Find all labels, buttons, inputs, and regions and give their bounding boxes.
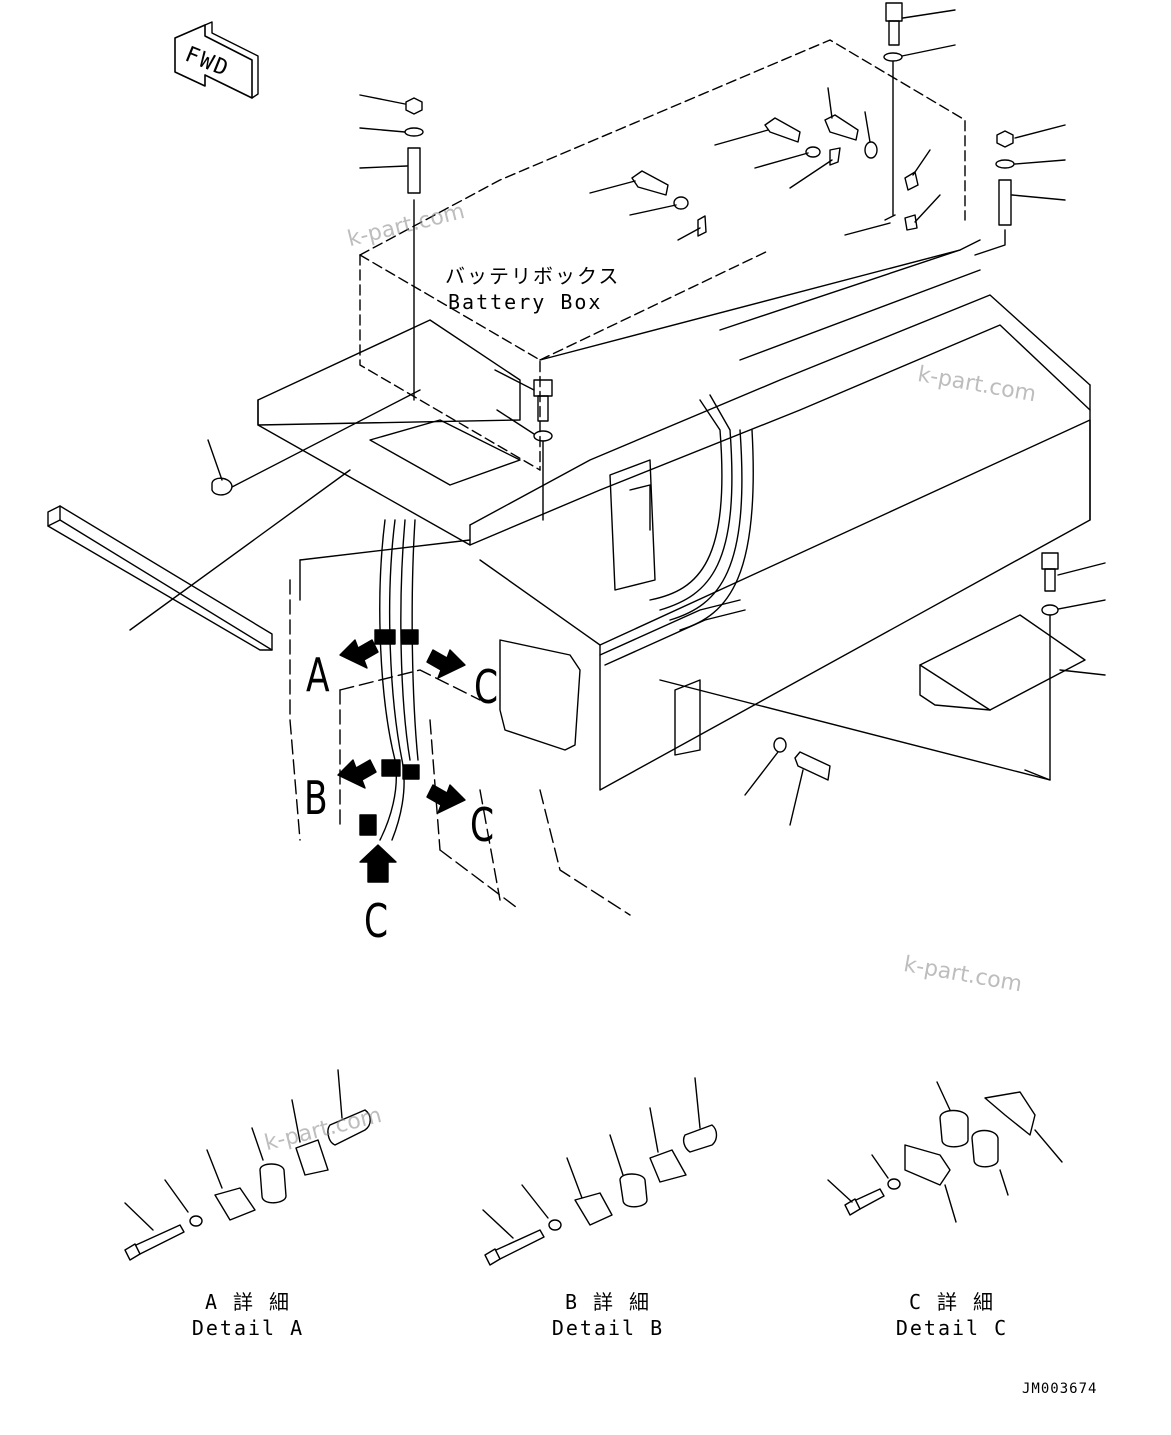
detail-a-title-jp: A 詳 細 xyxy=(204,1290,292,1314)
center-bolt xyxy=(494,369,553,521)
grommet xyxy=(207,389,421,496)
wire-harness xyxy=(379,394,754,841)
rubber-strip xyxy=(47,505,273,651)
bracket-plate xyxy=(609,459,701,756)
view-marker-c-1: C xyxy=(474,660,499,714)
view-marker-b: B xyxy=(304,771,328,825)
battery-box-label-en: Battery Box xyxy=(448,290,603,314)
detail-b-title-jp: B 詳 細 xyxy=(564,1290,652,1314)
detail-b-parts xyxy=(482,1077,718,1266)
view-arrows xyxy=(337,639,466,883)
document-id: JM003674 xyxy=(1022,1381,1098,1397)
detail-c-parts xyxy=(827,1081,1063,1223)
lower-bolt xyxy=(129,469,1051,826)
detail-c-title-jp: C 詳 細 xyxy=(908,1290,996,1314)
rear-box-body xyxy=(299,384,1091,791)
stud-bolt-group-right xyxy=(974,124,1066,256)
frame-top-plate xyxy=(257,239,1091,546)
detail-a-title-en: Detail A xyxy=(191,1316,305,1340)
view-marker-a: A xyxy=(306,648,330,702)
stud-bolt-group-left xyxy=(359,94,424,401)
detail-b-title-en: Detail B xyxy=(551,1316,665,1340)
battery-box-label-jp: バッテリボックス xyxy=(445,264,621,288)
view-marker-c-3: C xyxy=(364,894,389,948)
detail-a-parts xyxy=(124,1069,371,1261)
top-bolts xyxy=(589,2,956,241)
view-marker-c-2: C xyxy=(470,798,495,852)
battery-box-outline xyxy=(359,39,966,471)
fwd-arrow-icon xyxy=(174,21,259,99)
detail-c-title-en: Detail C xyxy=(895,1316,1009,1340)
cab-outline-dashed xyxy=(289,579,631,916)
cover-plate xyxy=(919,614,1086,711)
right-bolt-set xyxy=(1024,552,1106,781)
harness-clamps xyxy=(359,629,420,836)
